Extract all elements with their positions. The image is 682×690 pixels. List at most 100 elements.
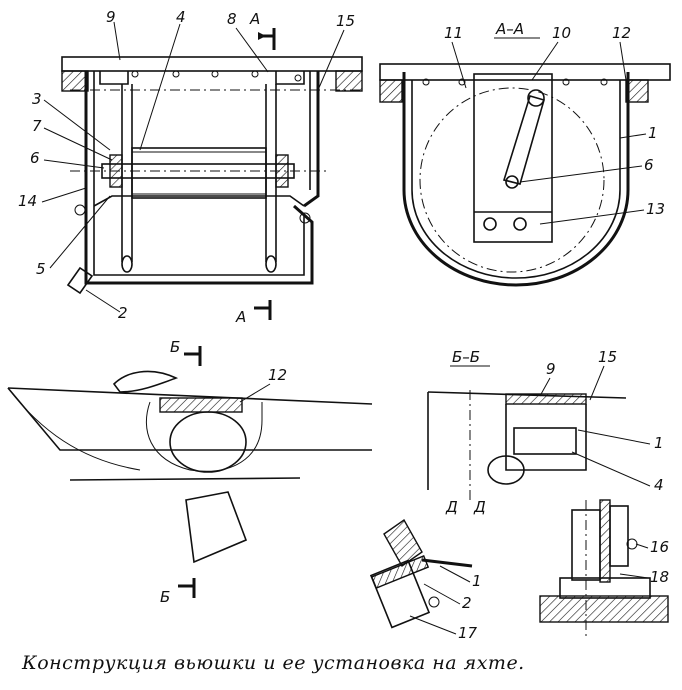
hull-reel-cover <box>159 397 243 413</box>
callout-aa-11: 11 <box>444 24 463 42</box>
deck-bolts <box>131 70 302 82</box>
reel-foot-left <box>121 255 133 273</box>
aa-leader-lines <box>451 41 647 225</box>
reel-foot-right <box>265 255 277 273</box>
bearing-left <box>109 154 123 188</box>
callout-7: 7 <box>32 117 42 135</box>
front-leader-lines <box>41 21 345 313</box>
rope-coil <box>112 370 179 393</box>
detail-right-deck <box>539 595 669 623</box>
callout-dr-18: 18 <box>650 568 669 586</box>
section-aa-labels: А–А 11 10 12 1 6 13 <box>444 20 665 225</box>
aa-deck-bolts <box>422 78 608 86</box>
section-bb-title: Б–Б <box>452 348 480 366</box>
callout-dl-1: 1 <box>472 572 482 590</box>
lower-bracket <box>93 195 305 207</box>
callout-dl-17: 17 <box>458 624 478 642</box>
deck-plank <box>61 56 363 72</box>
detail-left-bolt <box>428 596 440 608</box>
callout-4: 4 <box>176 8 186 26</box>
aa-drum-circle <box>419 87 605 273</box>
box-inner-wall <box>93 71 305 276</box>
callout-aa-10: 10 <box>552 24 571 42</box>
aa-plate <box>473 73 553 243</box>
hull-labels: Б Б 12 <box>160 338 287 606</box>
flange-right <box>275 71 305 85</box>
hull-reel <box>169 411 247 473</box>
aa-beam-right <box>625 79 649 103</box>
figure-caption: Конструкция вьюшки и ее установка на яхт… <box>22 652 525 674</box>
bb-cover <box>505 393 587 405</box>
cut-label-d1: Д <box>445 498 458 516</box>
detail-right-plate <box>599 499 611 583</box>
aa-deck <box>379 63 671 81</box>
box-right-wall <box>303 71 320 208</box>
bolt-right <box>299 212 311 224</box>
drain-pipe <box>66 266 94 295</box>
callout-bb-9: 9 <box>546 360 556 378</box>
detail-left-view <box>369 518 473 629</box>
front-view <box>61 28 363 320</box>
callout-aa-1: 1 <box>648 124 658 142</box>
callout-8: 8 <box>227 10 237 28</box>
bb-reel-foot <box>487 455 525 485</box>
cut-label-d2: Д <box>473 498 486 516</box>
cut-a-top <box>258 28 276 50</box>
deck-beam-left <box>61 70 89 92</box>
deck-beam-right <box>335 70 363 92</box>
callout-bb-1: 1 <box>654 434 664 452</box>
detail-left-labels: 1 2 17 <box>409 565 482 642</box>
aa-bolt-2 <box>513 217 527 231</box>
section-aa-title: А–А <box>495 20 524 38</box>
callout-aa-12: 12 <box>612 24 631 42</box>
section-bb-view <box>427 390 627 500</box>
aa-box-outline <box>402 72 630 287</box>
callout-5: 5 <box>36 260 46 278</box>
drum <box>131 147 267 199</box>
callout-3: 3 <box>32 90 42 108</box>
aa-crank-handle <box>527 89 545 107</box>
detail-left-bracket <box>383 518 423 568</box>
hull-waterline <box>69 477 301 481</box>
callout-bb-4: 4 <box>654 476 664 494</box>
bb-leader-lines <box>539 365 651 487</box>
callout-dl-2: 2 <box>462 594 472 612</box>
section-aa-view <box>379 63 671 287</box>
callout-aa-13: 13 <box>646 200 665 218</box>
hull-view <box>7 346 373 598</box>
detail-left-clamp <box>370 555 430 589</box>
callout-2: 2 <box>118 304 128 322</box>
detail-left-pipe <box>369 559 431 629</box>
cut-b-top <box>184 346 202 366</box>
aa-box-inner <box>411 80 621 279</box>
cut-a-bottom <box>254 300 272 320</box>
detail-left-plate <box>421 558 473 568</box>
callout-6: 6 <box>30 149 40 167</box>
cut-label-b-top: Б <box>170 338 180 356</box>
callout-9: 9 <box>106 8 116 26</box>
callout-15: 15 <box>336 12 355 30</box>
bolt-left <box>74 204 86 216</box>
bb-drum <box>513 427 577 455</box>
hull-keel <box>185 491 248 564</box>
aa-crank-arm <box>502 95 545 185</box>
callout-aa-6: 6 <box>644 156 654 174</box>
box-outline <box>84 71 314 285</box>
cut-b-bottom <box>178 578 196 598</box>
aa-bolt-1 <box>483 217 497 231</box>
callout-bb-15: 15 <box>598 348 617 366</box>
cut-label-a-top: А <box>249 10 260 28</box>
detail-right-bracket <box>609 505 629 567</box>
callout-14: 14 <box>18 192 37 210</box>
detail-right-labels: 16 18 <box>619 538 669 586</box>
hull-well <box>145 401 263 472</box>
aa-beam-left <box>379 79 403 103</box>
bearing-right <box>275 154 289 188</box>
callout-dr-16: 16 <box>650 538 669 556</box>
bb-box <box>505 404 587 471</box>
aa-axle-hub <box>505 175 519 189</box>
section-bb-labels: Б–Б 9 15 1 4 Д Д <box>445 348 664 516</box>
flange-left <box>99 71 129 85</box>
front-view-labels: 9 4 8 15 3 7 6 14 5 2 А А <box>18 8 355 326</box>
